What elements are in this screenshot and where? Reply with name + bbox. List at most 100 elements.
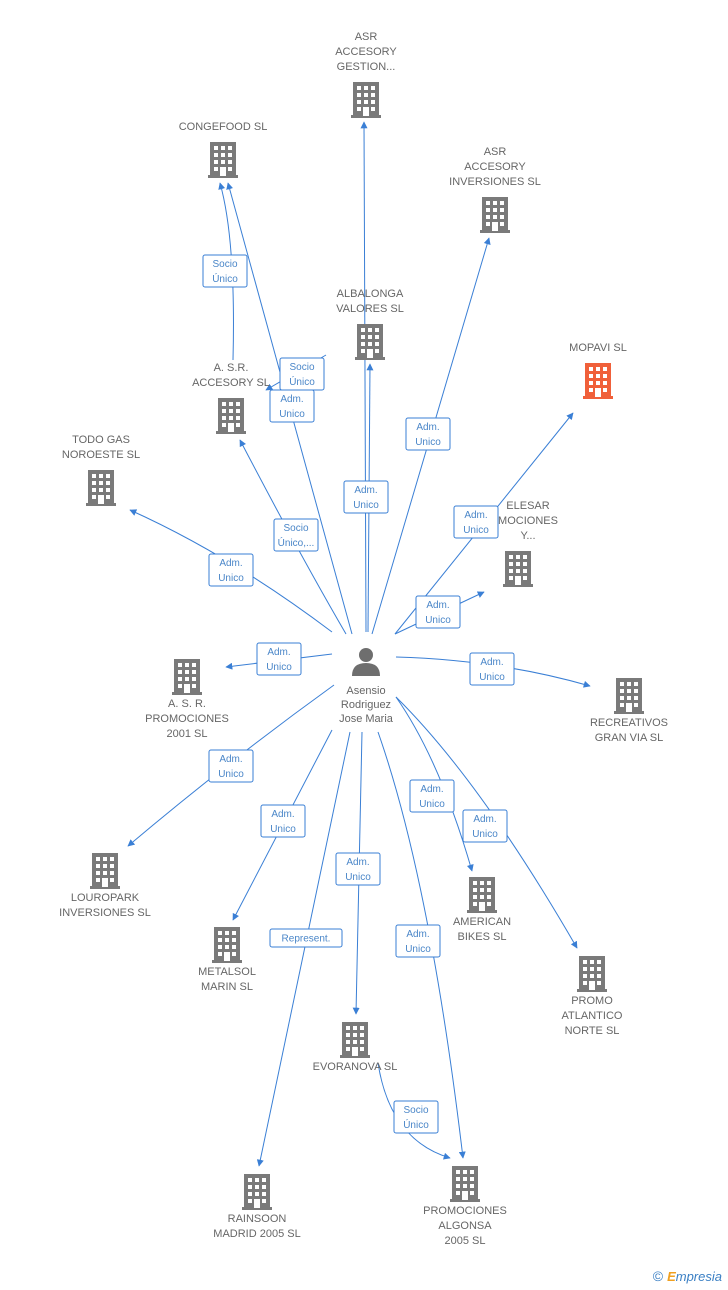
company-label-line: PROMO: [571, 995, 613, 1007]
company-node-mopavi-sl[interactable]: MOPAVI SL: [569, 342, 627, 399]
company-node-asr-accesory-inversiones-sl[interactable]: ASR ACCESORY INVERSIONES SL: [449, 146, 541, 233]
company-label-line: ASR: [484, 146, 507, 158]
edge-label-box: [273, 518, 319, 552]
building-icon: [212, 927, 242, 963]
company-label-line: GESTION...: [337, 61, 396, 73]
edge-promo-atlantico-norte-sl: [395, 696, 578, 949]
company-label-line: A. S. R.: [168, 698, 206, 710]
edge-label-box: [208, 553, 254, 587]
edge-label-congefood-sl[interactable]: Adm. Unico: [269, 389, 315, 423]
edge-label-text: Adm.: [271, 809, 294, 820]
company-label-line: BIKES SL: [458, 931, 507, 943]
company-label-line: MOCIONES: [498, 515, 558, 527]
company-node-elesar-promociones[interactable]: ELESARMOCIONESY...: [498, 500, 558, 587]
building-icon: [355, 324, 385, 360]
edge-label-text: Unico: [479, 672, 505, 683]
edge-label-recreativos-gran-via-sl[interactable]: Adm.Unico: [469, 652, 515, 686]
building-icon: [242, 1174, 272, 1210]
edge-label-a-s-r-accesory-sl[interactable]: SocioÚnico,...: [273, 518, 319, 552]
edge-label-text: Único: [289, 375, 315, 388]
edge-label-text: Socio: [403, 1105, 428, 1116]
edge-label-text: Adm.: [346, 857, 369, 868]
edge-label-text: Unico: [472, 829, 498, 840]
edge-label-text: Adm.: [354, 485, 377, 496]
company-label-line: ACCESORY: [464, 161, 526, 173]
edge-label-text: Unico: [345, 872, 371, 883]
company-label-line: ACCESORY SL: [192, 377, 270, 389]
edge-label-box: [279, 357, 325, 391]
edge-label-text: Unico: [270, 824, 296, 835]
company-label-line: MADRID 2005 SL: [213, 1228, 300, 1240]
edge-label-box: [208, 749, 254, 783]
company-node-evoranova-sl[interactable]: EVORANOVA SL: [313, 1022, 398, 1073]
edge-label-mopavi-sl[interactable]: Adm.Unico: [453, 505, 499, 539]
company-label-line: RECREATIVOS: [590, 717, 668, 729]
company-node-louropark-inversiones-sl[interactable]: LOUROPARK INVERSIONES SL: [59, 853, 151, 919]
company-label-line: ALBALONGA: [337, 288, 404, 300]
edge-label-text: Unico: [279, 409, 305, 420]
edge-label-box: [260, 804, 306, 838]
edge-label-text: Unico: [353, 500, 379, 511]
company-label-line: INVERSIONES SL: [59, 907, 151, 919]
footer-brand: © Empresia: [653, 1268, 722, 1284]
edge-labels-layer: Adm.UnicoSocioÚnicoAdm.UnicoAdm.UnicoAdm…: [202, 254, 515, 1134]
edge-label-text: Adm.: [420, 784, 443, 795]
company-label-line: INVERSIONES SL: [449, 176, 541, 188]
company-node-a-s-r-accesory-sl[interactable]: A. S.R.ACCESORY SL: [192, 362, 270, 434]
edge-label-albalonga-valores-sl[interactable]: Adm. Unico: [343, 480, 389, 514]
edge-label-a-s-r-promociones-2001-sl[interactable]: Adm.Unico: [256, 642, 302, 676]
company-node-congefood-sl[interactable]: CONGEFOOD SL: [179, 121, 268, 178]
edge-label-box: [415, 595, 461, 629]
edge-label-text: Único: [212, 272, 238, 285]
edge-label-text: Adm.: [280, 394, 303, 405]
edge-label-metalsol-marin-sl[interactable]: Adm. Unico: [260, 804, 306, 838]
edge-label-american-bikes-sl[interactable]: Adm.Unico: [409, 779, 455, 813]
building-icon: [503, 551, 533, 587]
building-icon: [216, 398, 246, 434]
edge-label-evoranova-sl[interactable]: Adm. Unico: [335, 852, 381, 886]
company-label-line: MOPAVI SL: [569, 342, 627, 354]
edge-label-text: Unico: [218, 573, 244, 584]
edge-label-louropark-inversiones-sl[interactable]: Adm.Unico: [208, 749, 254, 783]
company-label-line: TODO GAS: [72, 434, 130, 446]
edge-label-promo-atlantico-norte-sl[interactable]: Adm. Unico: [462, 809, 508, 843]
edge-label-promociones-algonsa-2005-sl[interactable]: Adm.Unico: [395, 924, 441, 958]
edge-label-box: [335, 852, 381, 886]
company-label-line: PROMOCIONES: [423, 1205, 507, 1217]
person-name-line: Jose Maria: [339, 713, 394, 725]
person-icon: [352, 648, 380, 676]
edge-label-text: Adm.: [219, 754, 242, 765]
edge-label-rainsoon-madrid-2005-sl[interactable]: Represent.: [269, 928, 343, 948]
building-icon: [86, 470, 116, 506]
edge-label-text: Adm.: [406, 929, 429, 940]
company-node-asr-accesory-gestion[interactable]: ASRACCESORYGESTION...: [335, 31, 397, 118]
company-label-line: 2001 SL: [167, 728, 208, 740]
company-label-line: Y...: [520, 530, 535, 542]
edge-label-asr-accesory-inversiones-sl[interactable]: Adm.Unico: [405, 417, 451, 451]
edge-label-box: [395, 924, 441, 958]
company-label-line: EVORANOVA SL: [313, 1061, 398, 1073]
company-label-line: LOUROPARK: [71, 892, 140, 904]
edge-asr-accesory-gestion: [360, 121, 368, 633]
building-icon: [351, 82, 381, 118]
edge-label-elesar-promociones[interactable]: Adm.Unico: [415, 595, 461, 629]
edge-label-todo-gas-noroeste-sl[interactable]: Adm.Unico: [208, 553, 254, 587]
building-icon: [467, 877, 497, 913]
edge-label-text: Adm.: [426, 600, 449, 611]
edge-label-text: Adm.: [473, 814, 496, 825]
